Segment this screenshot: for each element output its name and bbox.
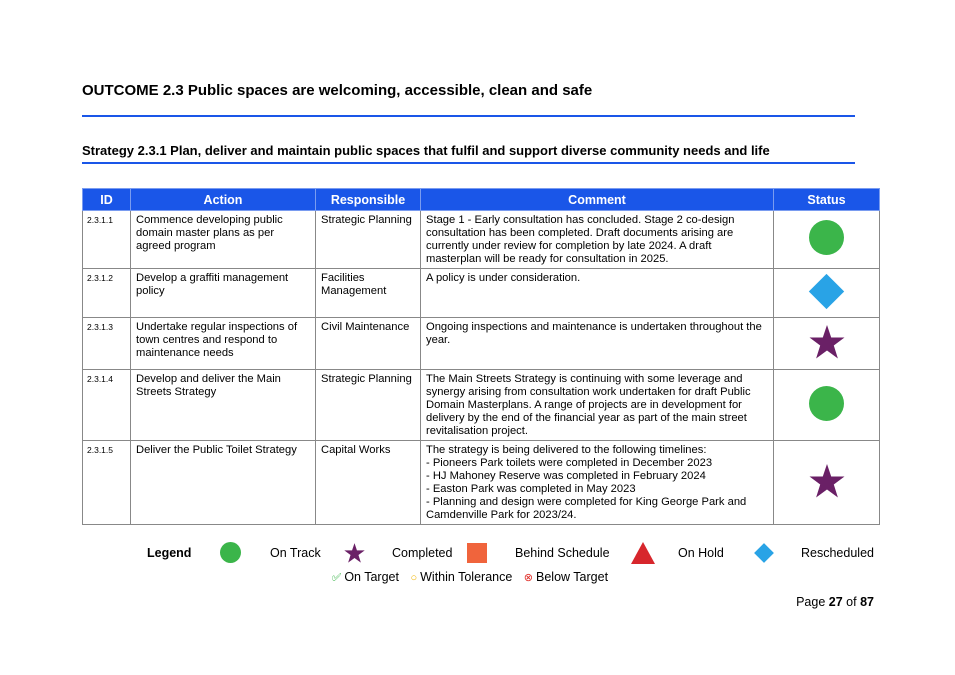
row-action: Undertake regular inspections of town ce… (130, 317, 316, 370)
legend-below-target: ⊗Below Target (523, 570, 609, 584)
row-comment: Stage 1 - Early consultation has conclud… (420, 210, 774, 269)
table-row: 2.3.1.5 Deliver the Public Toilet Strate… (82, 440, 880, 525)
row-id: 2.3.1.3 (82, 317, 131, 370)
table-header-row: ID Action Responsible Comment Status (82, 188, 880, 211)
row-comment: A policy is under consideration. (420, 268, 774, 318)
row-id: 2.3.1.4 (82, 369, 131, 441)
row-status (773, 268, 880, 318)
legend-label-rescheduled: Rescheduled (801, 546, 874, 560)
row-action: Commence developing public domain master… (130, 210, 316, 269)
blue-diamond-icon (754, 543, 774, 568)
legend-title: Legend (147, 546, 192, 560)
table-row: 2.3.1.3 Undertake regular inspections of… (82, 317, 880, 370)
title-divider (82, 115, 855, 117)
red-triangle-icon (631, 542, 655, 569)
actions-table: ID Action Responsible Comment Status 2.3… (82, 188, 880, 525)
row-action: Develop a graffiti management policy (130, 268, 316, 318)
purple-star-icon (809, 324, 844, 358)
legend-label-completed: Completed (392, 546, 453, 560)
row-status (773, 210, 880, 269)
legend-label-behind-schedule: Behind Schedule (515, 546, 610, 560)
row-action: Develop and deliver the Main Streets Str… (130, 369, 316, 441)
row-comment: The strategy is being delivered to the f… (420, 440, 774, 525)
purple-star-icon (809, 463, 844, 497)
legend-label-on-track: On Track (270, 546, 321, 560)
x-circle-icon: ⊗ (523, 572, 534, 584)
row-responsible: Capital Works (315, 440, 421, 525)
table-row: 2.3.1.2 Develop a graffiti management po… (82, 268, 880, 318)
orange-square-icon (467, 543, 487, 568)
row-status (773, 317, 880, 370)
legend-within-tolerance: ○Within Tolerance (410, 570, 513, 584)
column-header-status: Status (773, 188, 880, 211)
check-circle-icon: ✅︎ (332, 572, 342, 584)
row-status (773, 440, 880, 525)
table-row: 2.3.1.4 Develop and deliver the Main Str… (82, 369, 880, 441)
column-header-responsible: Responsible (315, 188, 421, 211)
green-circle-icon (809, 385, 844, 421)
row-id: 2.3.1.5 (82, 440, 131, 525)
row-comment: The Main Streets Strategy is continuing … (420, 369, 774, 441)
green-circle-icon (809, 220, 844, 255)
table-row: 2.3.1.1 Commence developing public domai… (82, 210, 880, 269)
column-header-comment: Comment (420, 188, 774, 211)
neutral-circle-icon: ○ (410, 572, 418, 584)
row-responsible: Civil Maintenance (315, 317, 421, 370)
page-number: Page 27 of 87 (796, 595, 874, 609)
strategy-title: Strategy 2.3.1 Plan, deliver and maintai… (82, 143, 770, 158)
strategy-divider (82, 162, 855, 164)
legend-label-on-hold: On Hold (678, 546, 724, 560)
green-circle-icon (220, 542, 241, 568)
column-header-action: Action (130, 188, 316, 211)
legend-on-target: ✅︎On Target (332, 570, 399, 584)
row-responsible: Strategic Planning (315, 210, 421, 269)
row-responsible: Facilities Management (315, 268, 421, 318)
purple-star-icon (344, 543, 365, 568)
column-header-id: ID (82, 188, 131, 211)
row-action: Deliver the Public Toilet Strategy (130, 440, 316, 525)
outcome-title: OUTCOME 2.3 Public spaces are welcoming,… (82, 82, 593, 99)
row-responsible: Strategic Planning (315, 369, 421, 441)
blue-diamond-icon (808, 273, 845, 309)
row-status (773, 369, 880, 441)
status-legend: Legend On Track Completed Behind Schedul… (147, 542, 877, 564)
row-id: 2.3.1.2 (82, 268, 131, 318)
row-id: 2.3.1.1 (82, 210, 131, 269)
target-legend: ✅︎On Target ○Within Tolerance ⊗Below Tar… (332, 570, 616, 585)
row-comment: Ongoing inspections and maintenance is u… (420, 317, 774, 370)
